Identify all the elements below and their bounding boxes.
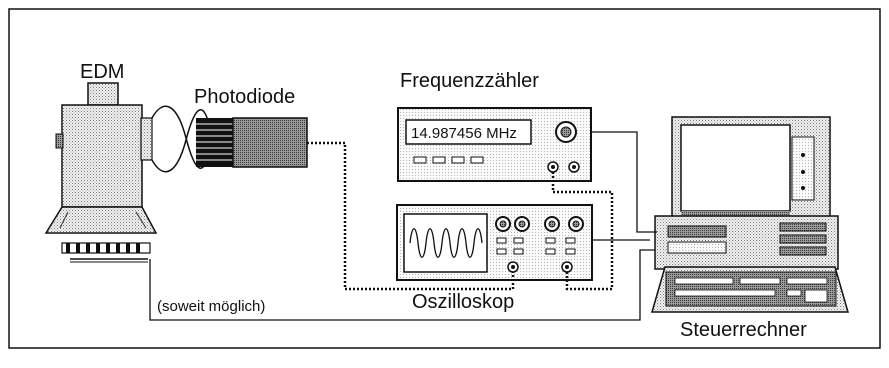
frequency-readout: 14.987456 MHz [411,125,517,142]
counter-oscilloscope-cable [551,172,614,291]
photodiode: Photodiode [194,86,308,168]
photodiode-label: Photodiode [194,86,295,108]
edm-computer-link [149,249,655,321]
frequency-counter: Frequenzzähler 14.987456 MHz [397,70,592,182]
optional-link-label: (soweit möglich) [157,298,265,315]
oscilloscope-label: Oszilloskop [412,291,514,313]
photodiode-oscilloscope-cable [307,141,515,291]
frequency-counter-label: Frequenzzähler [400,70,539,92]
computer-label: Steuerrechner [680,319,807,341]
edm-instrument: EDM [44,61,158,263]
oscilloscope-trace [409,228,483,258]
control-computer: Steuerrechner [651,116,849,341]
edm-label: EDM [80,61,124,83]
counter-computer-link [591,131,657,233]
oscilloscope: Oszilloskop [396,204,593,313]
